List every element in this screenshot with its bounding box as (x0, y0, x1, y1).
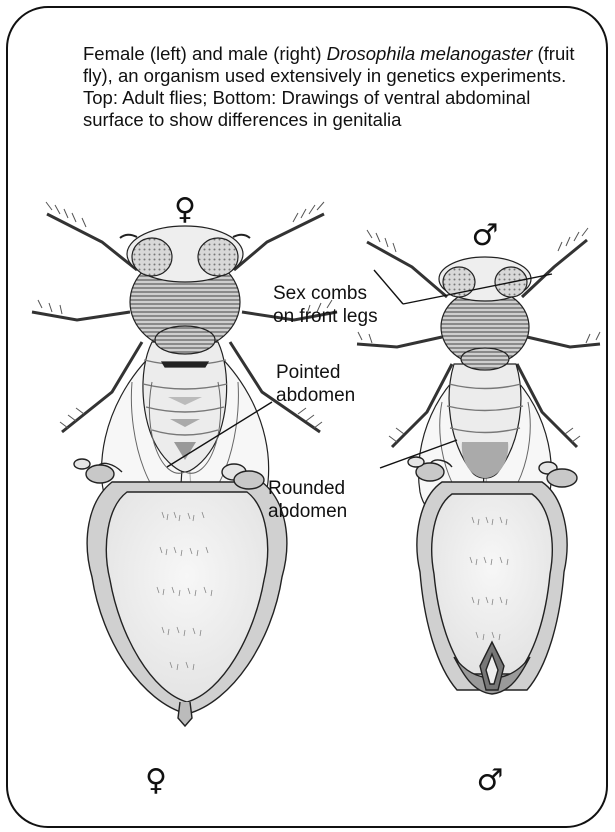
male-abdomen-illustration (408, 457, 577, 694)
fly-illustrations: ♀ ♂ ♀ ♂ Sex combs on front legs Pointed … (8, 8, 608, 828)
female-symbol-icon: ♀ (145, 763, 167, 798)
rounded-abdomen-label-line2: abdomen (268, 501, 347, 522)
female-symbol-icon: ♀ (174, 192, 196, 227)
rounded-abdomen-label-line1: Rounded (268, 478, 345, 499)
male-symbol-icon: ♂ (472, 218, 499, 253)
male-symbol-icon: ♂ (477, 763, 504, 798)
pointed-abdomen-label-line1: Pointed (276, 362, 340, 383)
female-abdomen-illustration (74, 459, 287, 726)
sex-combs-label-line2: on front legs (273, 306, 378, 327)
sex-combs-label-line1: Sex combs (273, 283, 367, 304)
pointed-abdomen-label-line2: abdomen (276, 385, 355, 406)
figure-panel: Female (left) and male (right) Drosophil… (6, 6, 608, 828)
